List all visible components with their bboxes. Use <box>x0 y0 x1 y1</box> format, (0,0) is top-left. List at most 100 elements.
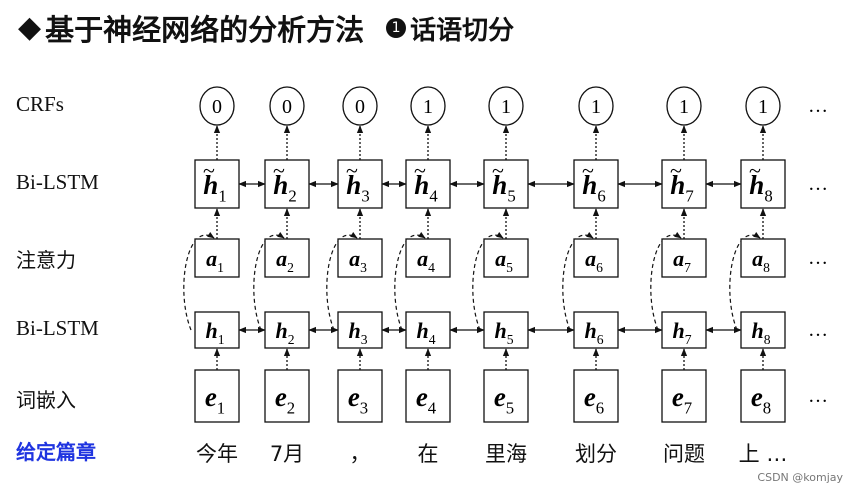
bilstm-top-node-7 <box>661 159 707 209</box>
embedding-symbol-7: e7 <box>672 382 692 418</box>
attention-node-1 <box>194 238 240 278</box>
row-label-embedding: 词嵌入 <box>16 388 76 412</box>
tilde-mark-7: ~ <box>670 158 682 183</box>
bilstm-top-node-3 <box>337 159 383 209</box>
row-label-bilstm-top: Bi-LSTM <box>16 170 99 194</box>
hidden-symbol-2: h2 <box>275 318 294 347</box>
h-tilde-3: h3 <box>346 170 369 206</box>
attention-curve-6 <box>562 232 594 331</box>
embedding-symbol-8: e8 <box>751 382 771 418</box>
embedding-symbol-5: e5 <box>494 382 514 418</box>
embedding-node-4 <box>405 369 451 423</box>
input-word-5: 里海 <box>485 442 527 466</box>
attention-curve-8 <box>729 232 761 331</box>
crf-node-5 <box>488 86 524 126</box>
crf-node-3 <box>342 86 378 126</box>
bilstm-bottom-node-1 <box>194 311 240 349</box>
bilstm-bottom-node-8 <box>740 311 786 349</box>
attention-curve-7 <box>650 232 682 331</box>
ellipsis-embedding: … <box>808 385 828 407</box>
ellipsis-attention: … <box>808 247 828 269</box>
crf-label-7: 1 <box>679 96 689 118</box>
crf-label-6: 1 <box>591 96 601 118</box>
row-label-bilstm-bottom: Bi-LSTM <box>16 316 99 340</box>
attention-symbol-5: a5 <box>495 246 513 275</box>
hidden-symbol-7: h7 <box>672 318 691 347</box>
tilde-mark-3: ~ <box>346 158 358 183</box>
attention-curve-5 <box>472 232 504 331</box>
bilstm-top-node-5 <box>483 159 529 209</box>
crf-node-2 <box>269 86 305 126</box>
bilstm-top-node-4 <box>405 159 451 209</box>
watermark: CSDN @komjay <box>757 471 843 484</box>
attention-symbol-2: a2 <box>276 246 294 275</box>
attention-symbol-6: a6 <box>585 246 603 275</box>
bilstm-bottom-node-6 <box>573 311 619 349</box>
row-label-input: 给定篇章 <box>16 440 96 464</box>
tilde-mark-4: ~ <box>414 158 426 183</box>
row-label-crfs: CRFs <box>16 92 64 116</box>
attention-node-2 <box>264 238 310 278</box>
hidden-symbol-4: h4 <box>416 318 435 347</box>
embedding-symbol-3: e3 <box>348 382 368 418</box>
crf-node-6 <box>578 86 614 126</box>
input-word-7: 问题 <box>663 442 705 466</box>
h-tilde-5: h5 <box>492 170 515 206</box>
input-word-2: 7月 <box>269 442 305 466</box>
input-word-3: ， <box>349 442 371 466</box>
attention-node-4 <box>405 238 451 278</box>
embedding-node-1 <box>194 369 240 423</box>
hidden-symbol-5: h5 <box>494 318 513 347</box>
tilde-mark-6: ~ <box>582 158 594 183</box>
embedding-symbol-4: e4 <box>416 382 437 418</box>
ellipsis-bilstm-bottom: … <box>808 319 828 341</box>
embedding-node-8 <box>740 369 786 423</box>
input-word-6: 划分 <box>575 442 617 466</box>
attention-symbol-8: a8 <box>752 246 770 275</box>
attention-symbol-1: a1 <box>206 246 224 275</box>
numbered-bullet-icon: 1 <box>386 18 407 38</box>
tilde-mark-5: ~ <box>492 158 504 183</box>
attention-symbol-4: a4 <box>417 246 435 275</box>
attention-curve-4 <box>394 232 426 331</box>
bilstm-bottom-node-4 <box>405 311 451 349</box>
hidden-symbol-1: h1 <box>205 318 224 347</box>
embedding-symbol-2: e2 <box>275 382 295 418</box>
crf-label-4: 1 <box>423 96 433 118</box>
attention-symbol-7: a7 <box>673 246 691 275</box>
ellipsis-bilstm-top: … <box>808 173 828 195</box>
diamond-bullet-icon: ◆ <box>18 10 42 45</box>
embedding-node-7 <box>661 369 707 423</box>
attention-node-7 <box>661 238 707 278</box>
attention-node-3 <box>337 238 383 278</box>
attention-node-5 <box>483 238 529 278</box>
crf-label-2: 0 <box>282 96 292 118</box>
bilstm-bottom-node-2 <box>264 311 310 349</box>
hidden-symbol-8: h8 <box>751 318 770 347</box>
embedding-node-3 <box>337 369 383 423</box>
bilstm-bottom-node-3 <box>337 311 383 349</box>
bilstm-bottom-node-7 <box>661 311 707 349</box>
attention-curve-3 <box>326 232 358 331</box>
hidden-symbol-3: h3 <box>348 318 367 347</box>
row-label-attention: 注意力 <box>16 248 76 272</box>
crf-node-1 <box>199 86 235 126</box>
embedding-node-5 <box>483 369 529 423</box>
crf-label-3: 0 <box>355 96 365 118</box>
h-tilde-8: h8 <box>749 170 772 206</box>
embedding-node-2 <box>264 369 310 423</box>
h-tilde-1: h1 <box>203 170 226 206</box>
tilde-mark-2: ~ <box>273 158 285 183</box>
crf-label-8: 1 <box>758 96 768 118</box>
bilstm-top-node-1 <box>194 159 240 209</box>
bilstm-bottom-node-5 <box>483 311 529 349</box>
crf-node-7 <box>666 86 702 126</box>
embedding-symbol-6: e6 <box>584 382 604 418</box>
bilstm-top-node-6 <box>573 159 619 209</box>
crf-node-8 <box>745 86 781 126</box>
attention-curve-2 <box>253 232 285 331</box>
title-sub: 话语切分 <box>410 15 515 46</box>
slide-title: ◆ 基于神经网络的分析方法 1 话语切分 <box>18 6 514 50</box>
h-tilde-6: h6 <box>582 170 605 206</box>
